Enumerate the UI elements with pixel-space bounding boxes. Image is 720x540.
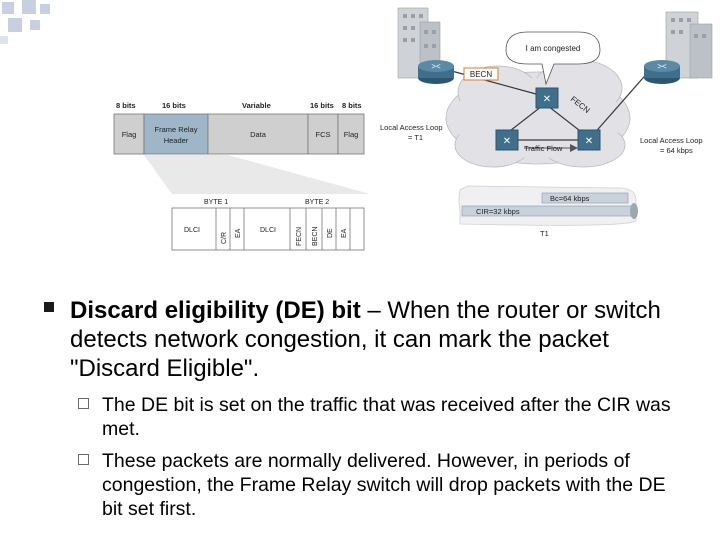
svg-text:✕: ✕: [543, 94, 551, 105]
header-bit-label: DLCI: [184, 227, 200, 234]
flag-field: [113, 113, 145, 155]
header-bit-label: EA: [341, 228, 348, 238]
bits-label: Variable: [242, 101, 271, 110]
svg-text:= 64 kbps: = 64 kbps: [660, 146, 693, 155]
checkbox-bullet-icon: [78, 454, 89, 465]
field-label: Header: [164, 136, 189, 145]
bits-label: 16 bits: [310, 101, 334, 110]
header-bit-label: C/R: [221, 232, 228, 244]
bits-label: 8 bits: [342, 101, 362, 110]
svg-text:✕: ✕: [503, 136, 511, 147]
header-bit-label: FECN: [296, 227, 303, 246]
byte2-label: BYTE 2: [305, 199, 329, 206]
network-congestion-diagram: I am congested Traffic Flow BECN FECN ><…: [380, 7, 713, 238]
switch-icon: ✕: [535, 87, 559, 109]
bullet-term: Discard eligibility (DE) bit: [70, 297, 361, 324]
local-loop-left-label: Local Access Loop: [380, 123, 443, 132]
sub-bullet-text: These packets are normally delivered. Ho…: [102, 450, 666, 520]
bc-label: Bc=64 kbps: [550, 194, 590, 203]
main-bullet: Discard eligibility (DE) bit – When the …: [44, 296, 694, 383]
switch-icon: ✕: [495, 129, 519, 151]
expansion-funnel: [144, 155, 370, 194]
svg-text:><: ><: [431, 62, 441, 71]
congested-callout: I am congested: [526, 44, 581, 53]
sub-bullet-text: The DE bit is set on the traffic that wa…: [102, 394, 671, 440]
header-bit-label: BECN: [312, 227, 319, 246]
local-loop-right-label: Local Access Loop: [640, 136, 703, 145]
flag-field: [337, 113, 365, 155]
bandwidth-timeline: Bc=64 kbps CIR=32 kbps T1: [458, 185, 638, 238]
sub-bullet: The DE bit is set on the traffic that wa…: [78, 393, 688, 441]
main-bullet-text: Discard eligibility (DE) bit – When the …: [70, 296, 694, 383]
svg-text:✕: ✕: [585, 136, 593, 147]
bullet-marker: [44, 302, 54, 312]
router-icon: ><: [644, 60, 680, 84]
header-bit-label: DE: [327, 228, 334, 238]
congested-callout-bubble: [505, 31, 601, 86]
router-icon: ><: [418, 60, 454, 84]
header-bit-label: DLCI: [260, 227, 276, 234]
field-label: FCS: [316, 130, 331, 139]
field-label: Flag: [344, 130, 359, 139]
t1-label: T1: [540, 229, 549, 238]
sub-bullet: These packets are normally delivered. Ho…: [78, 449, 688, 521]
bits-label: 16 bits: [162, 101, 186, 110]
svg-text:><: ><: [657, 62, 667, 71]
field-label: Flag: [122, 130, 137, 139]
svg-text:= T1: = T1: [408, 133, 423, 142]
becn-label: BECN: [470, 70, 492, 79]
switch-icon: ✕: [577, 129, 601, 151]
traffic-flow-label: Traffic Flow: [524, 144, 563, 153]
frame-format-diagram: 8 bits 16 bits Variable 16 bits 8 bits F…: [113, 101, 370, 251]
header-field: [143, 113, 209, 155]
cir-label: CIR=32 kbps: [476, 207, 520, 216]
header-bit-label: EA: [235, 228, 242, 238]
checkbox-bullet-icon: [78, 398, 89, 409]
bullet-description: – When the router or switch detects netw…: [70, 297, 661, 382]
byte1-label: BYTE 1: [204, 199, 228, 206]
bits-label: 8 bits: [116, 101, 136, 110]
field-label: Data: [250, 130, 267, 139]
field-label: Frame Relay: [155, 125, 198, 134]
